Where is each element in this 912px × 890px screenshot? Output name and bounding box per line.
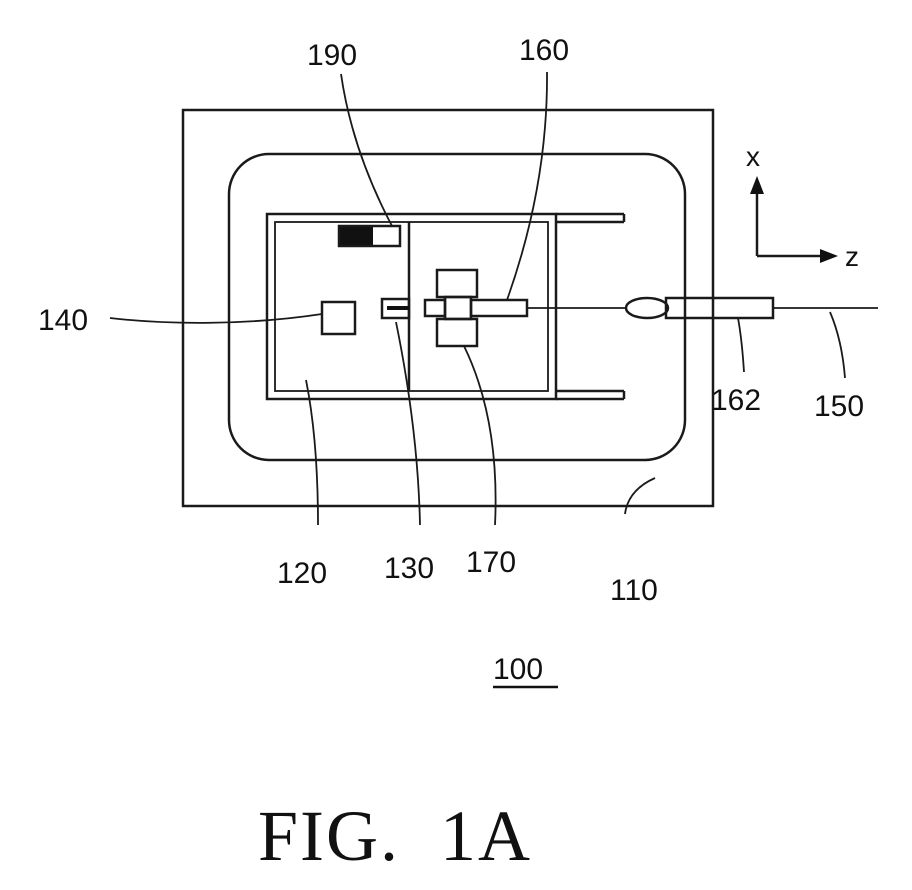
label-150: 150: [814, 390, 864, 423]
fiber-lens: [626, 298, 668, 318]
label-170: 170: [466, 546, 516, 579]
component-190: [339, 226, 400, 246]
label-120: 120: [277, 557, 327, 590]
component-160: [471, 300, 527, 316]
label-130: 130: [384, 552, 434, 585]
label-162: 162: [711, 384, 761, 417]
component-140: [322, 302, 355, 334]
axis-label-x: x: [746, 141, 760, 172]
axis-label-z: z: [845, 241, 859, 272]
label-160: 160: [519, 34, 569, 67]
ferrule-162: [666, 298, 773, 318]
substrate-110: [183, 110, 713, 506]
component-130: [382, 299, 409, 318]
label-110: 110: [610, 574, 658, 607]
figure-caption: FIG. 1A: [258, 796, 532, 876]
label-140: 140: [38, 304, 88, 337]
housing-frame: [229, 154, 685, 460]
label-100: 100: [493, 653, 543, 686]
label-190: 190: [307, 39, 357, 72]
component-170: [425, 270, 477, 346]
axis-indicator: [750, 176, 838, 263]
